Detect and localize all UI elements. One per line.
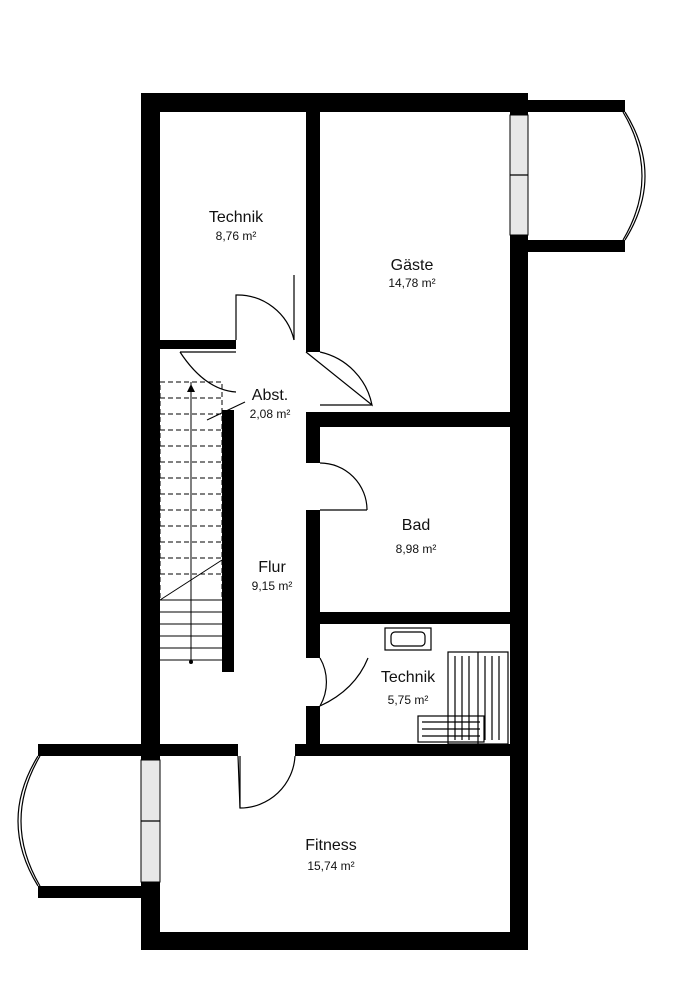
interior-walls (160, 112, 510, 756)
room-name: Technik (381, 669, 436, 686)
window-right (509, 114, 529, 236)
room-name: Abst. (252, 387, 288, 404)
door-technik-top (235, 275, 295, 341)
room-flur: Flur 9,15 m² (252, 559, 293, 593)
room-technik-small: Technik 5,75 m² (381, 669, 436, 707)
room-area: 8,76 m² (216, 229, 257, 243)
room-area: 5,75 m² (388, 693, 429, 707)
room-area: 2,08 m² (250, 407, 291, 421)
bay-window-left (17, 744, 158, 898)
room-area: 15,74 m² (307, 859, 354, 873)
equipment-rack (417, 651, 509, 745)
room-bad: Bad 8,98 m² (396, 517, 437, 556)
staircase (159, 381, 246, 664)
room-name: Technik (209, 209, 264, 226)
door-abst (179, 351, 237, 393)
room-technik-top: Technik 8,76 m² (209, 209, 264, 243)
door-fitness (237, 755, 296, 809)
room-area: 9,15 m² (252, 579, 293, 593)
door-gaeste (305, 351, 373, 407)
door-technik-small (319, 657, 369, 707)
window-left (140, 759, 161, 883)
room-area: 14,78 m² (388, 276, 435, 290)
door-bad (319, 462, 368, 511)
bay-window-right (510, 100, 646, 252)
room-abst: Abst. 2,08 m² (250, 387, 291, 421)
outer-walls (141, 93, 528, 950)
room-gaeste: Gäste 14,78 m² (388, 257, 435, 290)
boiler-fixture (384, 627, 432, 651)
room-fitness: Fitness 15,74 m² (305, 837, 357, 873)
room-name: Gäste (391, 257, 434, 274)
room-area: 8,98 m² (396, 542, 437, 556)
room-name: Bad (402, 517, 430, 534)
room-name: Flur (258, 559, 286, 576)
room-name: Fitness (305, 837, 357, 854)
